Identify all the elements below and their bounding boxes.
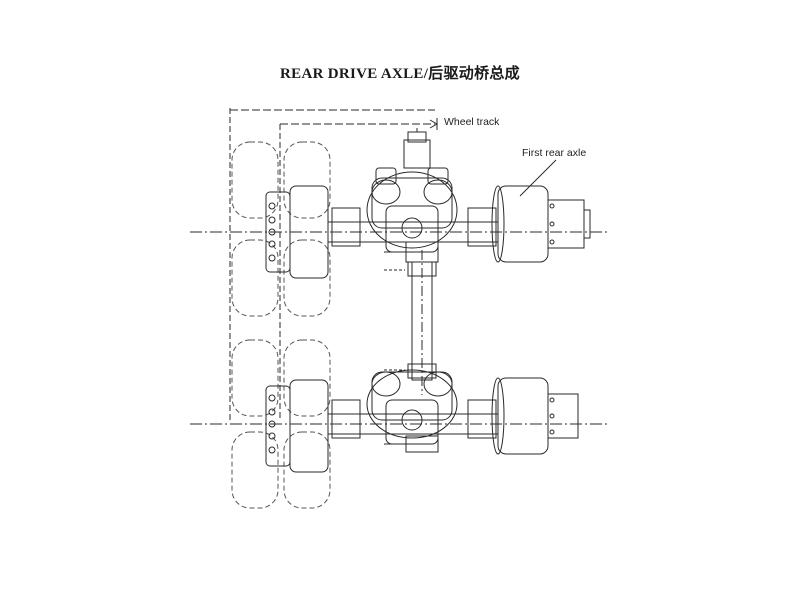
first-rear-axle — [190, 128, 610, 317]
dimension-lines — [229, 108, 439, 420]
diagram-title: REAR DRIVE AXLE/后驱动桥总成 — [280, 66, 520, 82]
first-rear-axle-label: First rear axle — [522, 147, 587, 159]
tyre-outline — [231, 141, 331, 317]
wheel-track-label: Wheel track — [444, 116, 500, 128]
tyre-outline — [231, 339, 331, 509]
second-rear-axle — [190, 339, 610, 509]
